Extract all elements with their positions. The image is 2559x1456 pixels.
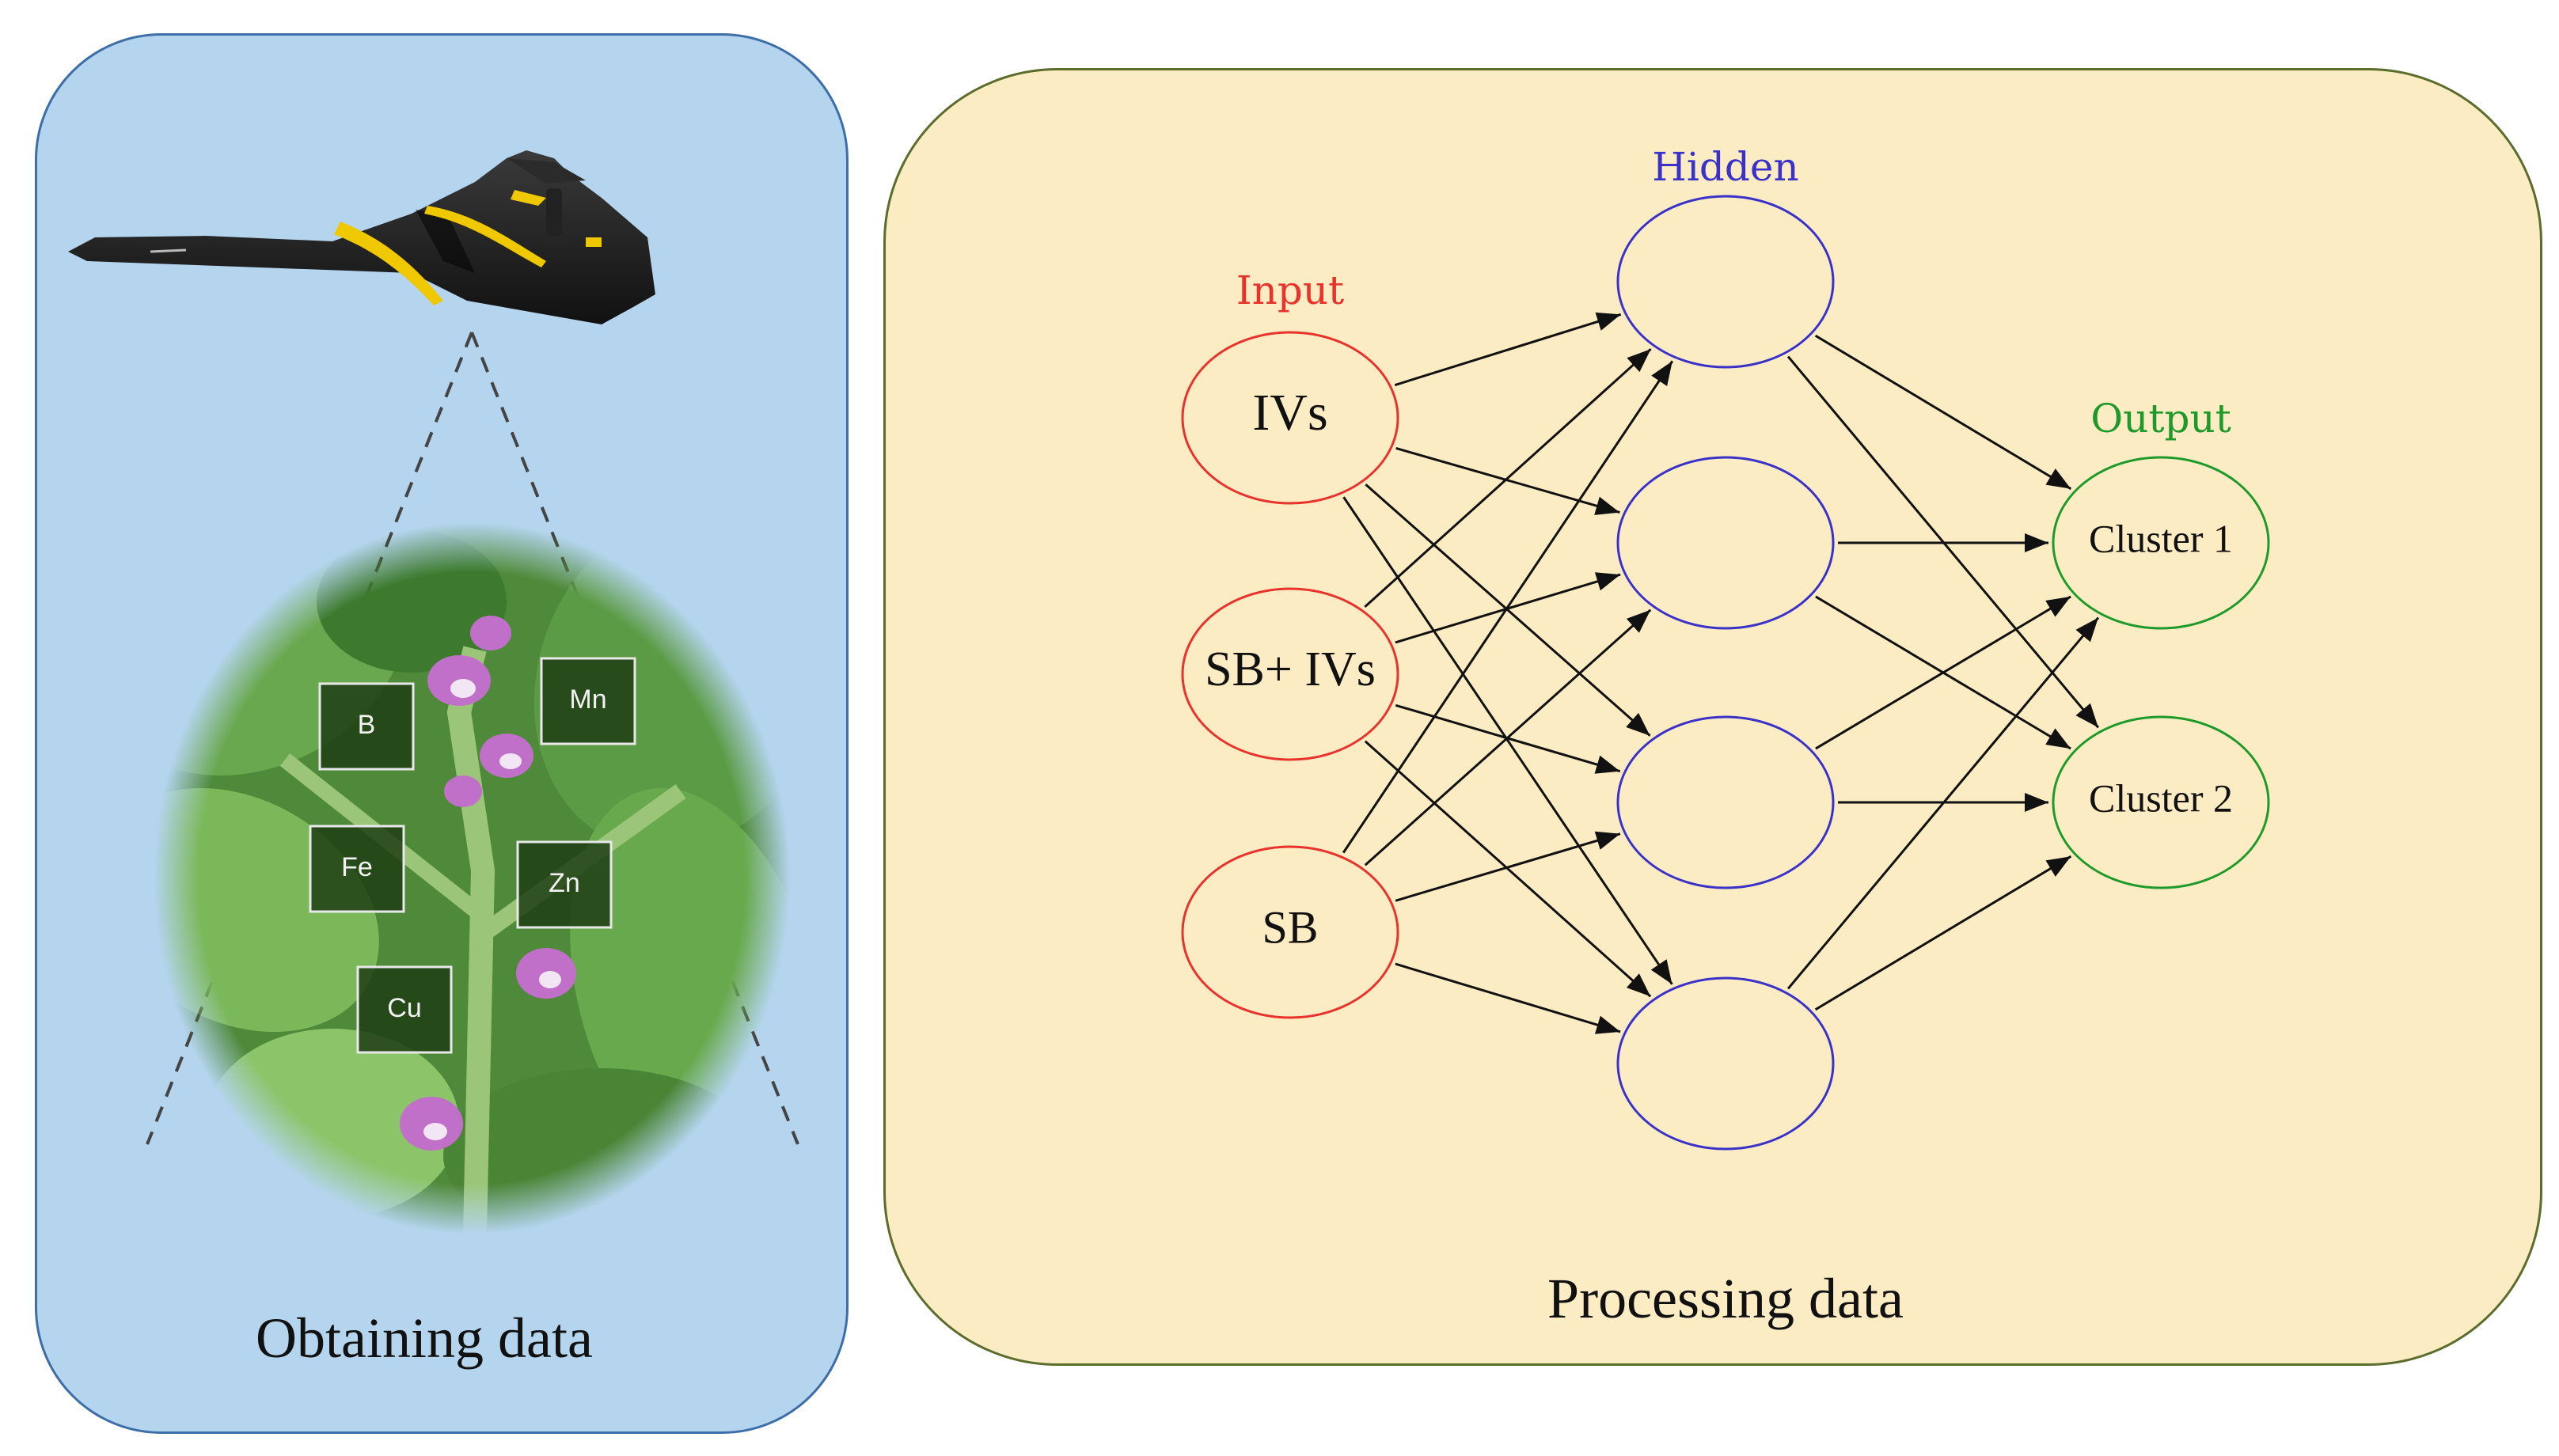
- hidden-layer-title: Hidden: [1652, 144, 1798, 190]
- soybean-plant-image: [96, 510, 828, 1242]
- output-layer-title: Output: [2090, 396, 2231, 442]
- edge-input-1-to-hidden-1: [1394, 312, 1622, 387]
- hidden-node-2: [1616, 456, 1835, 630]
- output-node-label: Cluster 2: [2089, 775, 2233, 820]
- hidden-node-circle: [1616, 456, 1835, 630]
- output-node-2: Cluster 2: [2052, 715, 2270, 889]
- edge-input-3-to-hidden-4: [1395, 962, 1621, 1034]
- output-node-label: Cluster 1: [2089, 516, 2233, 560]
- nutrient-tag-mn: Mn: [540, 657, 636, 745]
- edge-input-1-to-hidden-3: [1365, 483, 1651, 737]
- edge-input-2-to-hidden-4: [1364, 740, 1652, 998]
- edge-input-1-to-hidden-4: [1342, 496, 1673, 985]
- nutrient-tag-b: B: [318, 682, 415, 771]
- edge-input-2-to-hidden-1: [1364, 347, 1652, 609]
- input-node-label: SB: [1262, 901, 1319, 953]
- edge-hidden-1-to-output-1: [1814, 334, 2072, 491]
- nutrient-label-zn: Zn: [549, 868, 580, 898]
- nutrient-tag-cu: Cu: [356, 965, 453, 1054]
- edge-input-3-to-hidden-2: [1364, 609, 1652, 866]
- input-node-circle: [1181, 331, 1399, 505]
- input-node-3: SB: [1181, 845, 1399, 1019]
- input-node-1: IVs: [1181, 331, 1399, 505]
- edge-hidden-4-to-output-1: [1786, 616, 2100, 990]
- nutrient-tags: B Mn Fe Zn Cu: [309, 657, 636, 1054]
- output-node-1: Cluster 1: [2052, 456, 2270, 630]
- output-node-circle: [2052, 456, 2270, 630]
- edge-hidden-3-to-output-1: [1815, 595, 2071, 750]
- hidden-node-1: [1616, 195, 1835, 369]
- edge-input-3-to-hidden-3: [1395, 831, 1621, 902]
- input-node-circle: [1181, 587, 1399, 761]
- nutrient-tag-zn: Zn: [516, 840, 613, 929]
- input-node-label: IVs: [1252, 384, 1327, 442]
- hidden-node-3: [1616, 715, 1835, 889]
- nutrient-label-fe: Fe: [341, 852, 373, 882]
- output-node-circle: [2052, 715, 2270, 889]
- input-layer-title: Input: [1236, 267, 1344, 313]
- obtaining-data-caption: Obtaining data: [256, 1306, 593, 1370]
- hidden-node-4: [1616, 976, 1835, 1151]
- drone-icon: [68, 150, 655, 324]
- nutrient-tag-fe: Fe: [309, 825, 405, 913]
- edge-input-1-to-hidden-2: [1395, 446, 1620, 515]
- input-node-label: SB+ IVs: [1205, 643, 1376, 696]
- network-connections: [1342, 312, 2100, 1034]
- edge-input-3-to-hidden-1: [1342, 360, 1674, 854]
- nutrient-label-mn: Mn: [569, 684, 606, 715]
- input-node-2: SB+ IVs: [1181, 587, 1399, 761]
- hidden-node-circle: [1616, 715, 1835, 889]
- nutrient-label-cu: Cu: [387, 993, 421, 1023]
- nutrient-label-b: B: [358, 710, 376, 740]
- input-node-circle: [1181, 845, 1399, 1019]
- hidden-node-circle: [1616, 195, 1835, 369]
- edge-hidden-4-to-output-2: [1814, 855, 2072, 1011]
- processing-data-caption: Processing data: [1547, 1267, 1904, 1330]
- hidden-node-circle: [1616, 976, 1835, 1151]
